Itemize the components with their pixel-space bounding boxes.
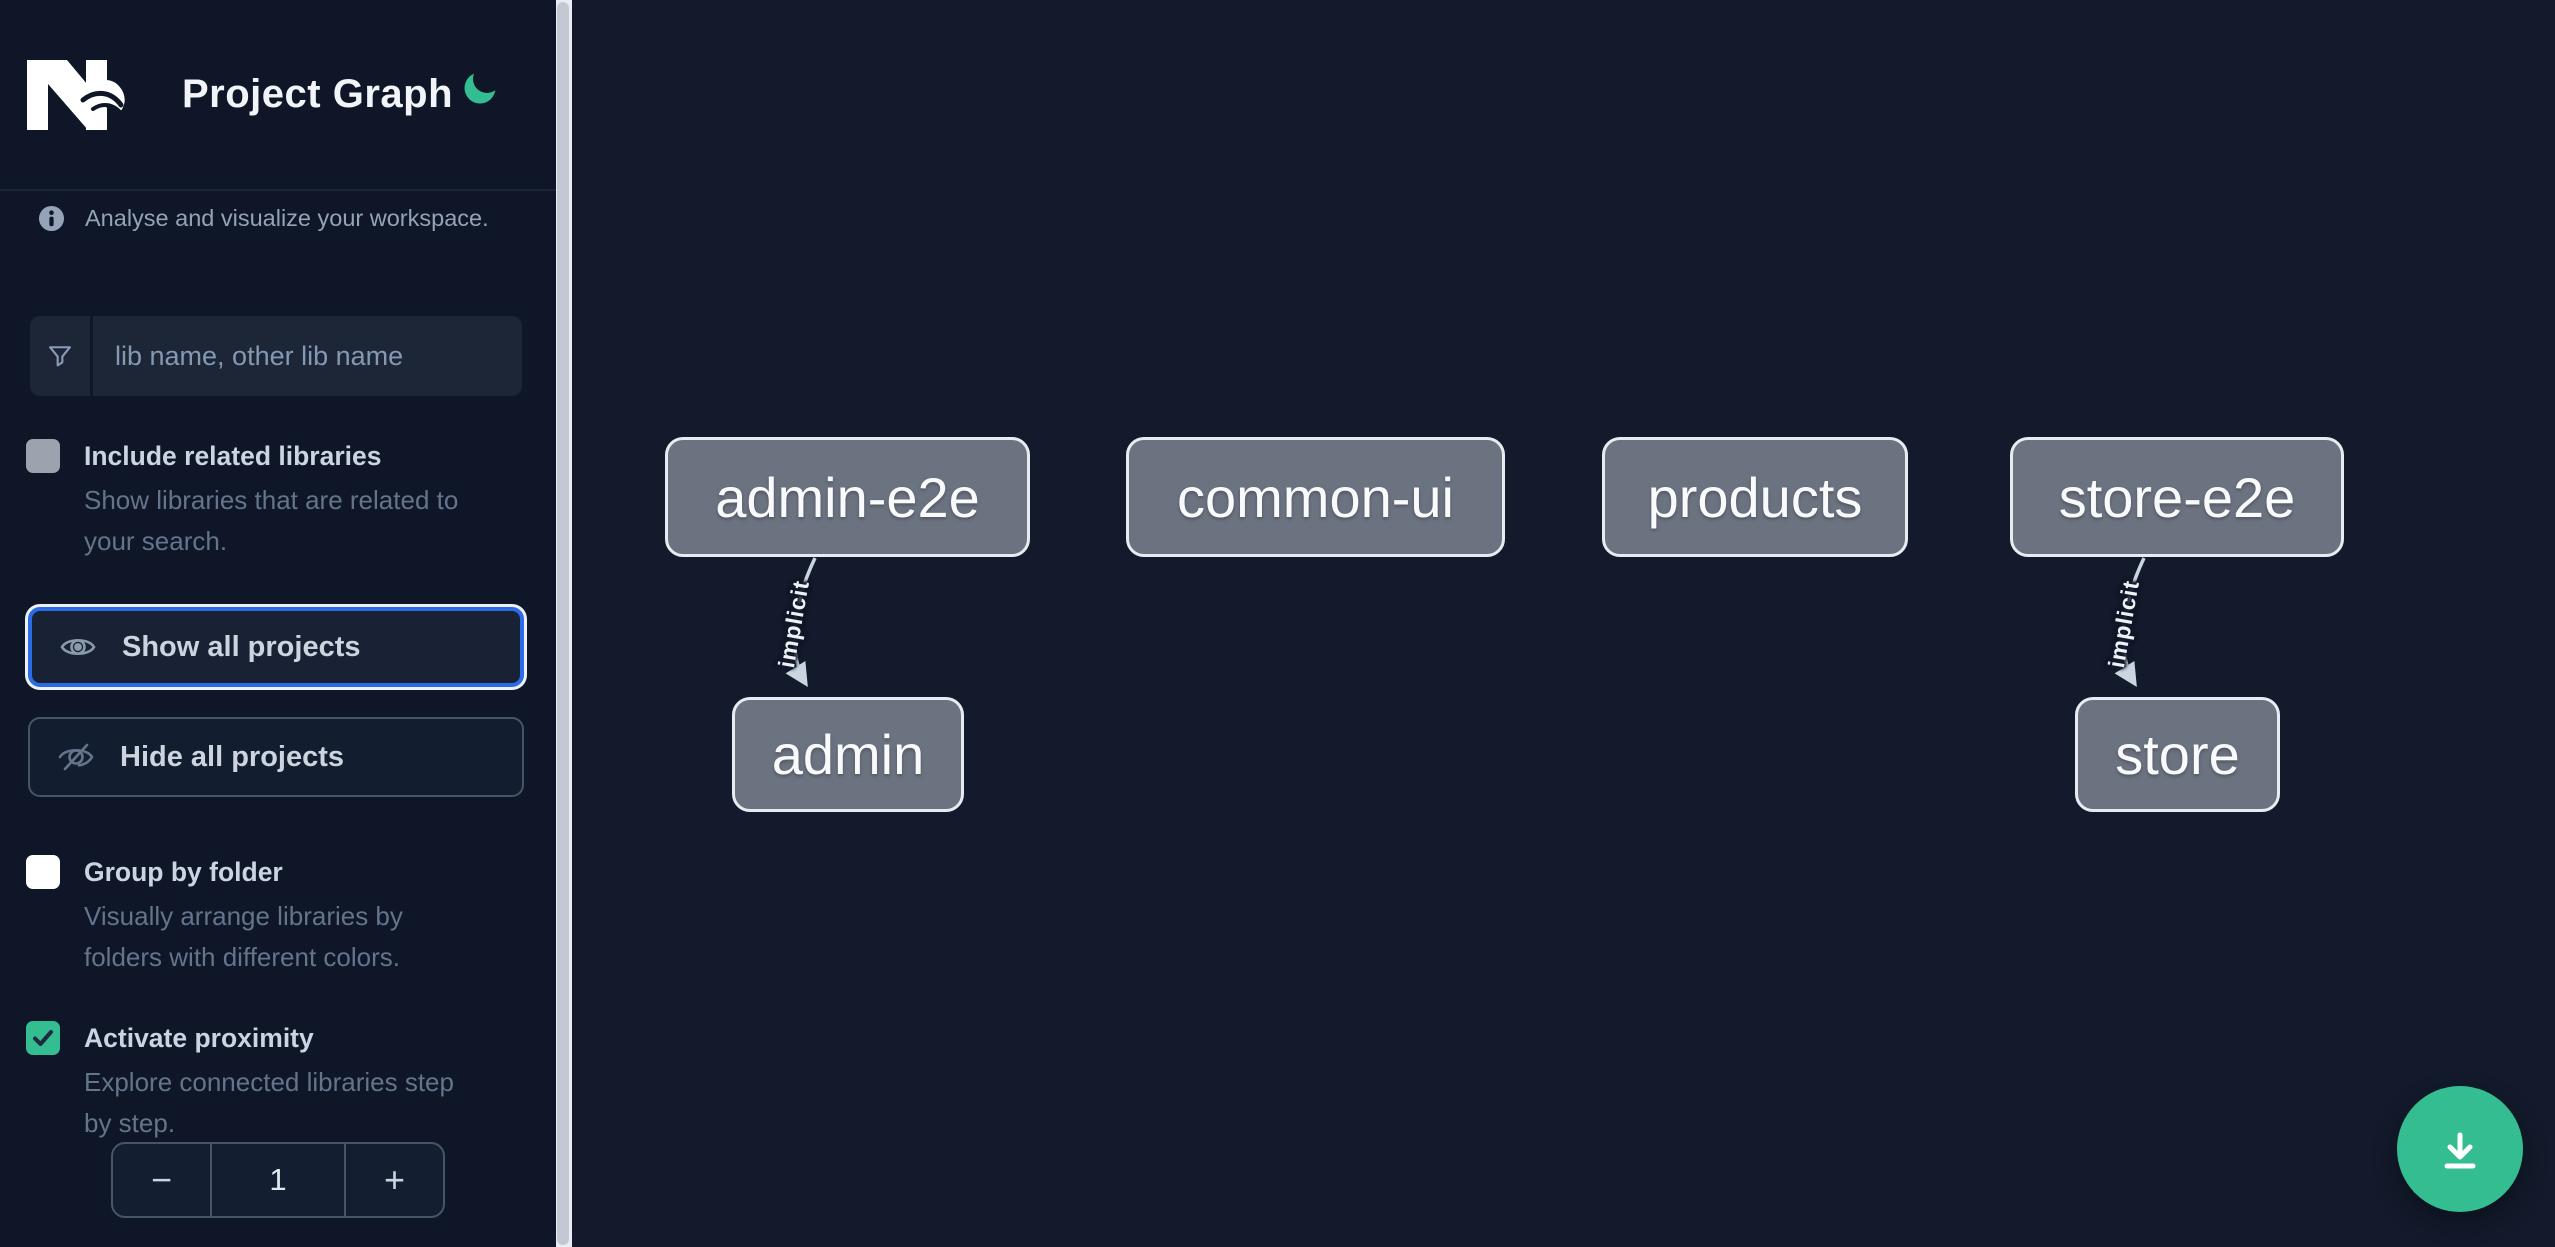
eye-slash-icon — [58, 743, 94, 771]
funnel-icon — [30, 316, 93, 396]
workspace-tagline-row: Analyse and visualize your workspace. — [38, 205, 489, 232]
hide-all-projects-button[interactable]: Hide all projects — [28, 717, 524, 797]
show-all-projects-label: Show all projects — [122, 630, 361, 663]
checkmark-icon — [33, 1030, 53, 1046]
sidebar-scrollbar-thumb[interactable] — [557, 2, 569, 1245]
nx-logo-icon — [27, 60, 125, 130]
activate-proximity-label: Activate proximity — [84, 1023, 314, 1053]
decrement-button[interactable]: − — [150, 1159, 173, 1200]
activate-proximity-checkbox[interactable] — [26, 1021, 60, 1055]
sidebar: Project Graph Analyse and visualize your… — [0, 0, 556, 1247]
toggle-group-by-folder: Group by folder Visually arrange librari… — [26, 853, 531, 978]
include-related-description: Show libraries that are related to your … — [84, 485, 459, 556]
project-node-store-e2e[interactable]: store-e2e — [2010, 437, 2344, 557]
proximity-depth-stepper: − 1 + — [111, 1142, 445, 1218]
project-node-products[interactable]: products — [1602, 437, 1908, 557]
include-related-label: Include related libraries — [84, 441, 382, 471]
search-box — [30, 316, 522, 396]
sidebar-scrollbar-track — [556, 0, 572, 1247]
group-by-folder-description: Visually arrange libraries by folders wi… — [84, 901, 403, 972]
toggle-activate-proximity: Activate proximity Explore connected lib… — [26, 1019, 531, 1144]
search-input[interactable] — [93, 316, 522, 396]
project-node-common-ui[interactable]: common-ui — [1126, 437, 1505, 557]
group-by-folder-checkbox[interactable] — [26, 855, 60, 889]
graph-canvas[interactable]: admin-e2e common-ui products store-e2e a… — [572, 0, 2555, 1247]
group-by-folder-label: Group by folder — [84, 857, 283, 887]
proximity-depth-value[interactable]: 1 — [210, 1144, 346, 1216]
project-node-store[interactable]: store — [2075, 697, 2280, 812]
show-all-projects-button[interactable]: Show all projects — [28, 607, 524, 687]
project-node-admin-e2e[interactable]: admin-e2e — [665, 437, 1030, 557]
include-related-checkbox[interactable] — [26, 439, 60, 473]
workspace-tagline: Analyse and visualize your workspace. — [85, 205, 489, 231]
page-title: Project Graph — [182, 72, 454, 116]
project-node-admin[interactable]: admin — [732, 697, 964, 812]
increment-button[interactable]: + — [383, 1159, 406, 1200]
activate-proximity-description: Explore connected libraries step by step… — [84, 1067, 454, 1138]
download-graph-button[interactable] — [2397, 1086, 2523, 1212]
download-icon — [2444, 1132, 2476, 1169]
dependency-edges — [785, 557, 2146, 687]
eye-icon — [60, 638, 96, 656]
toggle-include-related: Include related libraries Show libraries… — [26, 437, 531, 562]
sidebar-header: Project Graph — [0, 0, 556, 191]
moon-icon[interactable] — [460, 68, 504, 108]
info-icon — [38, 205, 65, 232]
hide-all-projects-label: Hide all projects — [120, 740, 345, 773]
